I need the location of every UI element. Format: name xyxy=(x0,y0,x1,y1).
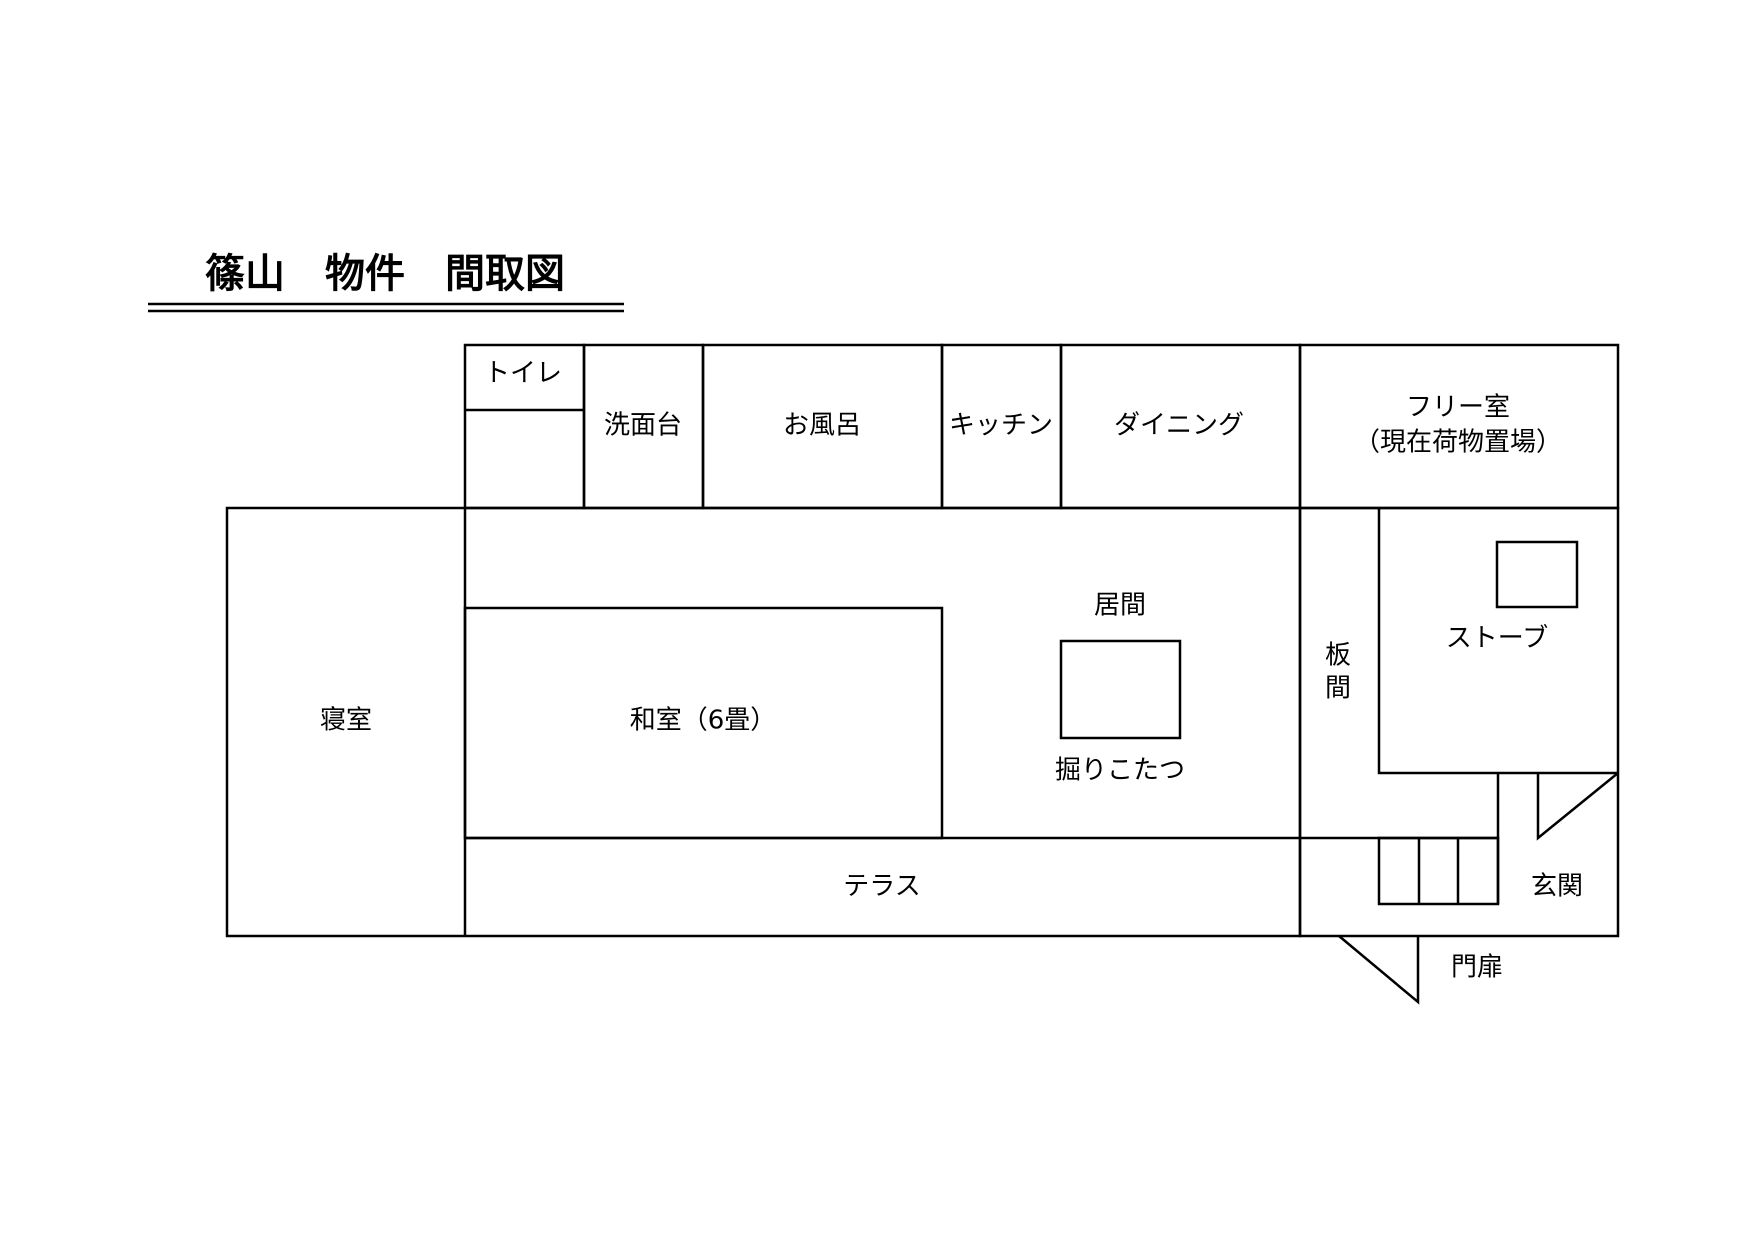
free-room-note: （現在荷物置場） xyxy=(1354,428,1562,458)
itama-label-bottom: 間 xyxy=(1325,674,1351,704)
gate-door-swing xyxy=(1338,935,1420,1005)
free-room xyxy=(1298,343,1620,510)
page-title: 篠山 物件 間取図 xyxy=(205,251,565,297)
living-label: 居間 xyxy=(1094,591,1146,621)
toilet-label: トイレ xyxy=(484,359,562,389)
stove-label: ストーブ xyxy=(1446,624,1548,654)
kitchen-label: キッチン xyxy=(949,411,1053,441)
terrace-label: テラス xyxy=(843,872,920,902)
free-room-label: フリー室 xyxy=(1406,393,1510,423)
genkan-door-swing xyxy=(1536,772,1619,841)
washstand-label: 洗面台 xyxy=(604,411,682,441)
horigotatsu-table xyxy=(1059,639,1182,740)
stove-box xyxy=(1495,540,1579,609)
gate-label: 門扉 xyxy=(1451,953,1503,983)
horigotatsu-label: 掘りこたつ xyxy=(1055,756,1185,786)
genkan-label: 玄関 xyxy=(1531,872,1583,902)
washitsu-label: 和室（6畳） xyxy=(630,706,777,736)
entry-steps xyxy=(1377,836,1500,906)
right-wing-outline xyxy=(1298,506,1620,938)
itama-label-top: 板 xyxy=(1325,641,1351,671)
bedroom-label: 寝室 xyxy=(320,706,372,736)
bath-label: お風呂 xyxy=(783,411,861,441)
dining-label: ダイニング xyxy=(1114,411,1244,441)
